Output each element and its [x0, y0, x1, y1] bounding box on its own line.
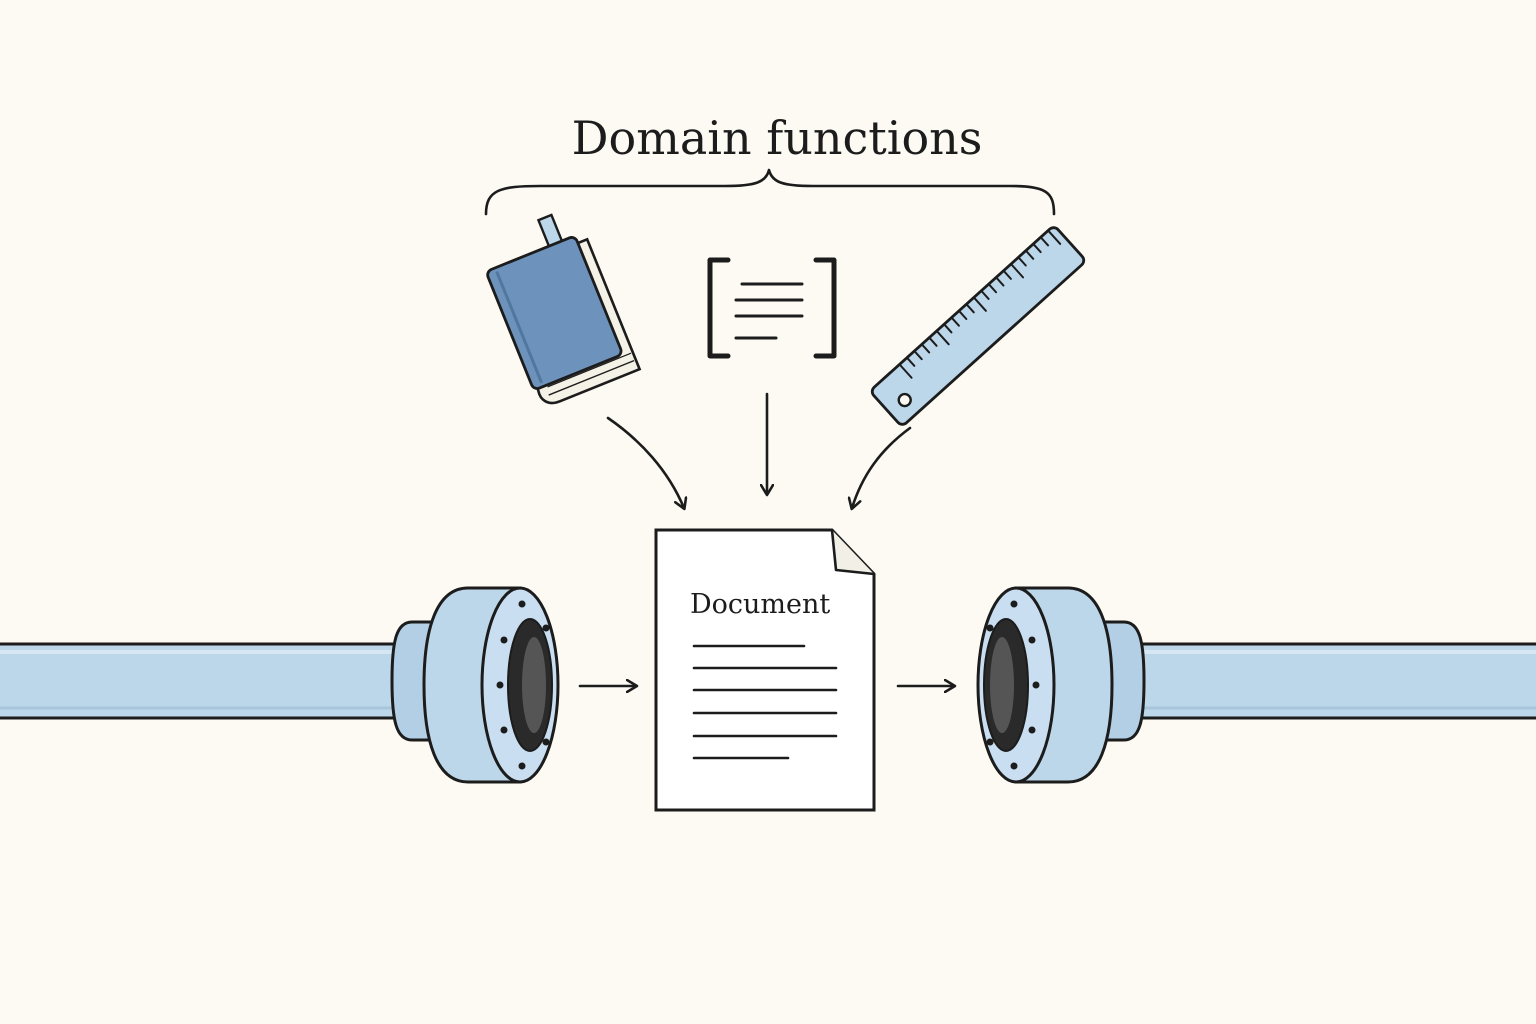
ruler-tick: [1009, 263, 1025, 279]
ruler-tick: [928, 336, 938, 347]
ruler-tick: [987, 283, 998, 294]
document-page: Document: [654, 528, 876, 812]
ruler-tick: [1047, 229, 1062, 245]
ruler-tick: [905, 356, 916, 367]
arrow-book-to-document: [606, 416, 684, 508]
ruler-tick: [972, 296, 987, 312]
ruler-tick: [898, 363, 913, 379]
ruler-tick: [950, 316, 960, 327]
curly-brace: [484, 168, 1056, 216]
book-icon: [486, 213, 642, 405]
diagram-title: Domain functions: [572, 111, 983, 165]
ruler-tick: [913, 349, 923, 361]
ruler-tick: [943, 323, 953, 334]
ruler-tick: [995, 276, 1005, 287]
document-text-lines: [692, 644, 838, 760]
ruler-tick: [1024, 249, 1035, 260]
document-label: Document: [690, 589, 830, 620]
bracketed-text-icon: [707, 257, 837, 359]
outlet-pipe: [976, 586, 1536, 784]
ruler-tick: [980, 289, 990, 300]
ruler-tick: [957, 309, 968, 321]
ruler-tick: [920, 343, 931, 354]
ruler-tick: [1032, 242, 1042, 254]
ruler-icon: [870, 226, 1086, 426]
ruler-tick: [1017, 256, 1027, 267]
ruler-tick: [965, 303, 975, 314]
arrow-ruler-to-document: [852, 426, 912, 508]
ruler-tick: [935, 329, 950, 346]
ruler-tick: [1002, 269, 1012, 280]
ruler-tick: [1039, 236, 1050, 247]
inlet-pipe: [0, 586, 560, 784]
